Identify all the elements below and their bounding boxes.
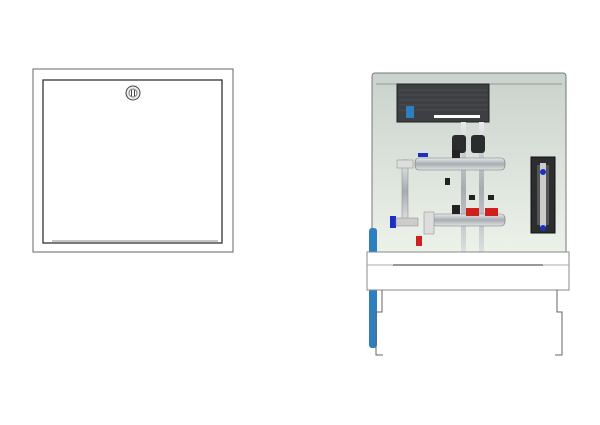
control-box (396, 83, 490, 123)
closed-cabinet-view (32, 68, 234, 253)
cabinet-base-frame (375, 290, 563, 356)
pipe (461, 122, 466, 255)
logo-icon (406, 106, 414, 118)
supply-manifold (414, 135, 506, 185)
lock-icon (125, 85, 141, 101)
cabinet-door (42, 79, 223, 244)
open-cabinet-view (366, 72, 570, 356)
valve-handle-red (416, 236, 422, 246)
front-cover (366, 251, 570, 291)
flow-meter-red (466, 208, 479, 216)
pipe (401, 159, 409, 223)
actuator-icon (452, 150, 460, 158)
return-manifold (416, 195, 506, 246)
flow-meter-red (485, 208, 498, 216)
pump-unit (530, 156, 556, 234)
actuator-icon (452, 135, 466, 153)
valve-handle-blue (418, 153, 428, 157)
pipe (479, 122, 484, 255)
label-strip (434, 115, 480, 118)
valve-handle-blue (390, 216, 396, 228)
actuator-icon (471, 135, 485, 153)
